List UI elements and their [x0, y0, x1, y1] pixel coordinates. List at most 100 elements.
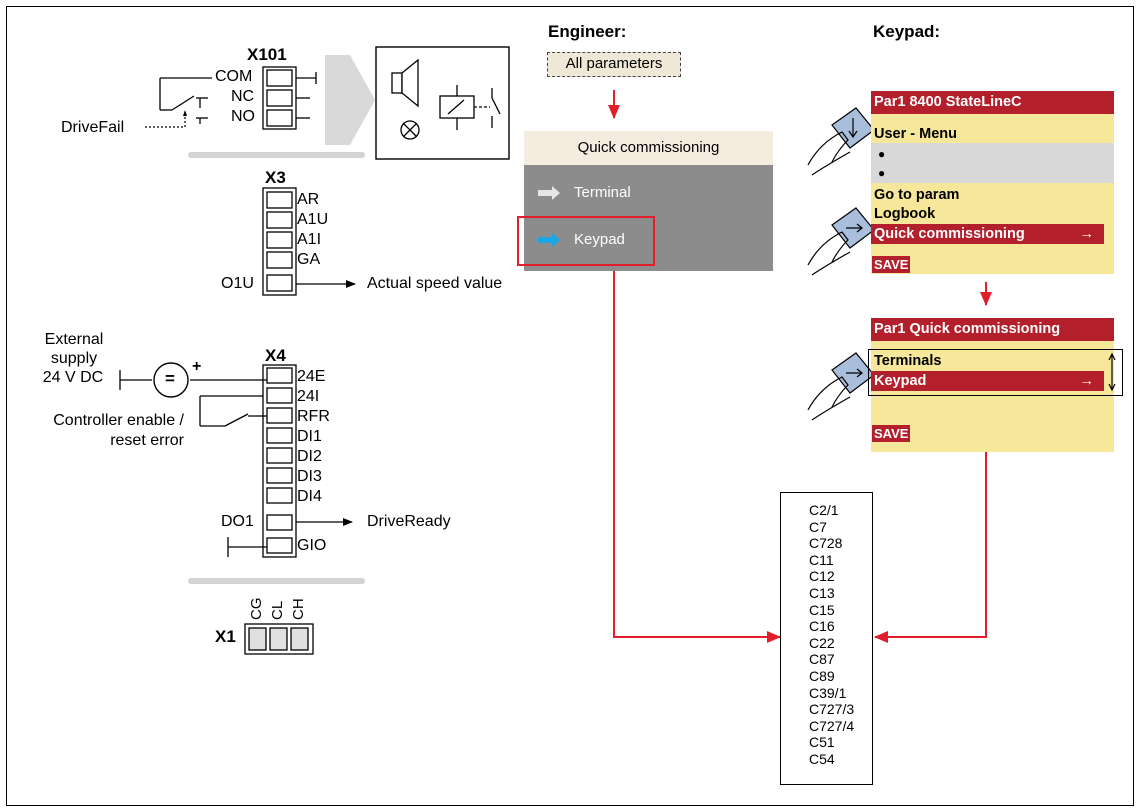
- quick-commissioning-title: Quick commissioning: [524, 131, 773, 165]
- code-item: C727/3: [809, 701, 855, 718]
- dc-supply-symbol: [153, 362, 189, 398]
- save-button-2[interactable]: SAVE: [872, 425, 911, 442]
- keypad-menu-label: Keypad: [874, 373, 927, 389]
- x3-a1u-label: A1U: [297, 211, 329, 228]
- qc-menu-list-frame: [868, 349, 1123, 396]
- dc-symbol-label: =: [165, 369, 175, 388]
- code-item: C16: [809, 618, 835, 635]
- x4-di1-label: DI1: [297, 428, 322, 445]
- x4-di2-label: DI2: [297, 448, 322, 465]
- x4-label: X4: [265, 346, 286, 365]
- x1-label: X1: [215, 627, 236, 646]
- x3-terminal-block: [262, 187, 297, 296]
- keypad-option[interactable]: Keypad: [538, 225, 625, 255]
- x4-rfr-label: RFR: [297, 408, 330, 425]
- reset-error-label: reset error: [110, 432, 184, 449]
- terminal-option-label: Terminal: [574, 184, 631, 201]
- terminal-arrow-icon: [538, 186, 560, 201]
- x3-ga-label: GA: [297, 251, 321, 268]
- hand-down-icon: [807, 107, 875, 176]
- keypad-arrow-icon: [538, 233, 560, 248]
- go-to-param-item[interactable]: Go to param: [874, 187, 960, 203]
- code-item: C12: [809, 568, 835, 585]
- code-item: C87: [809, 651, 835, 668]
- x101-wiring: [159, 72, 317, 124]
- x101-label: X101: [247, 45, 287, 64]
- code-item: C51: [809, 734, 835, 751]
- x3-ar-label: AR: [297, 191, 320, 208]
- keypad-selection-highlight: [517, 216, 655, 266]
- user-menu-bullet-2: ●: [878, 166, 886, 180]
- x1-cg-label: CG: [248, 597, 265, 621]
- user-menu-bullet-1: ●: [878, 147, 886, 161]
- x1-terminal-block: [244, 623, 314, 655]
- x4-wiring: [119, 370, 267, 557]
- x4-terminal-block: [262, 364, 297, 558]
- drivefail-label: DriveFail: [61, 119, 125, 136]
- keypad-menu-item[interactable]: Keypad →: [871, 371, 1104, 391]
- supply-voltage-label: 24 V DC: [42, 369, 104, 386]
- flow-arrow-engineer-codes: [613, 266, 781, 643]
- x101-output-arrow: [325, 55, 375, 145]
- x3-label: X3: [265, 168, 286, 187]
- actual-speed-label: Actual speed value: [367, 275, 503, 292]
- enter-arrow-icon: →: [1079, 226, 1095, 242]
- figure-frame: [6, 6, 1134, 806]
- enter-arrow-icon-2: →: [1079, 373, 1095, 389]
- separator-bar-2: [188, 578, 365, 584]
- code-item: C15: [809, 601, 835, 618]
- drivefail-arrowhead: [183, 110, 187, 116]
- lamp-icon: [400, 120, 420, 140]
- code-item: C89: [809, 667, 835, 684]
- quick-commissioning-menu-item[interactable]: Quick commissioning →: [871, 224, 1104, 244]
- user-menu-item[interactable]: User - Menu: [874, 126, 957, 142]
- x101-terminal-block: [262, 66, 297, 130]
- keypad-qc-menu-title: Par1 Quick commissioning: [871, 318, 1114, 341]
- user-menu-entries: [871, 143, 1114, 183]
- speaker-icon: [391, 58, 419, 108]
- scroll-updown-icon[interactable]: [1106, 352, 1118, 392]
- relay-coil-icon: [439, 85, 501, 130]
- external-label: External: [44, 331, 104, 348]
- actuator-box: [375, 46, 510, 160]
- controller-enable-label: Controller enable /: [53, 412, 184, 429]
- drivefail-dashed-link: [145, 112, 186, 128]
- hand-enter-icon: [807, 207, 875, 276]
- driveready-label: DriveReady: [367, 513, 451, 530]
- code-item: C11: [809, 551, 834, 568]
- x3-a1i-label: A1I: [297, 231, 322, 248]
- quick-commissioning-panel: Quick commissioning Terminal Keypad: [524, 131, 773, 271]
- x101-nc-label: NC: [231, 88, 255, 105]
- code-item: C13: [809, 584, 835, 601]
- keypad-main-menu-title: Par1 8400 StateLineC: [871, 91, 1114, 114]
- engineer-header: Engineer:: [548, 22, 627, 41]
- quick-commissioning-menu-label: Quick commissioning: [874, 226, 1025, 242]
- terminals-item[interactable]: Terminals: [874, 353, 942, 369]
- terminal-option[interactable]: Terminal: [538, 178, 631, 208]
- x101-no-label: NO: [231, 108, 255, 125]
- x1-ch-label: CH: [290, 598, 307, 620]
- hand-enter-icon-2: [807, 352, 875, 421]
- all-parameters-button[interactable]: All parameters: [547, 52, 681, 77]
- code-item: C728: [809, 535, 843, 552]
- supply-label: supply: [50, 350, 98, 367]
- x4-di4-label: DI4: [297, 488, 322, 505]
- code-item: C22: [809, 634, 835, 651]
- save-button[interactable]: SAVE: [872, 256, 911, 273]
- x1-cl-label: CL: [269, 600, 286, 620]
- parameter-code-list: C2/1 C7 C728 C11 C12 C13 C15 C16 C22 C87…: [780, 492, 873, 785]
- x3-o1u-label: O1U: [221, 275, 254, 292]
- plus-label: +: [192, 358, 202, 375]
- code-item: C727/4: [809, 717, 855, 734]
- x4-di3-label: DI3: [297, 468, 322, 485]
- x4-24e-label: 24E: [297, 368, 326, 385]
- keypad-option-label: Keypad: [574, 231, 625, 248]
- logbook-item[interactable]: Logbook: [874, 206, 936, 222]
- x4-do1-label: DO1: [221, 513, 254, 530]
- separator-bar: [188, 152, 365, 158]
- x4-gio-label: GIO: [297, 537, 327, 554]
- keypad-header: Keypad:: [873, 22, 941, 41]
- x101-com-label: COM: [215, 68, 253, 85]
- x4-24i-label: 24I: [297, 388, 320, 405]
